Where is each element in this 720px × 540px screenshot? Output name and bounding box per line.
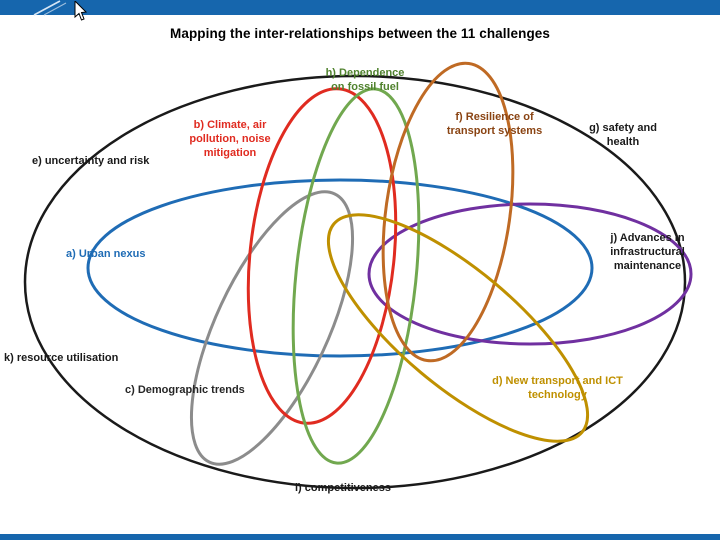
bottom-band [0,534,720,540]
label-climate-air-pollution-noise: b) Climate, air pollution, noise mitigat… [189,119,271,159]
label-safety-and-health: g) safety and health [589,122,657,148]
page-title: Mapping the inter-relationships between … [169,26,551,41]
ellipse-advances-infrastructural-maintenance [367,202,693,346]
label-advances-infrastructural-maintenance: j) Advances in infrastructural maintenan… [610,232,685,272]
ellipse-urban-nexus [86,178,594,358]
ellipse-dependence-fossil-fuel [291,87,421,465]
label-uncertainty-and-risk: e) uncertainty and risk [32,155,150,167]
pencil-icon [33,0,67,16]
ellipse-uncertainty-and-risk [23,74,687,490]
label-resource-utilisation: k) resource utilisation [4,352,119,364]
label-dependence-fossil-fuel: h) Dependence on fossil fuel [325,67,405,93]
cursor-icon [74,1,88,21]
label-demographic-trends: c) Demographic trends [125,384,245,396]
ellipse-resilience-transport-systems [381,61,515,363]
label-urban-nexus: a) Urban nexus [66,248,146,260]
label-resilience-transport-systems: f) Resilience of transport systems [446,111,543,137]
top-toolbar-band [0,0,720,15]
label-competitiveness: i) competitiveness [295,482,391,494]
ellipse-new-transport-ict-technology [326,213,590,443]
ellipse-demographic-trends [189,190,355,466]
label-new-transport-ict-technology: d) New transport and ICT technology [492,375,623,401]
